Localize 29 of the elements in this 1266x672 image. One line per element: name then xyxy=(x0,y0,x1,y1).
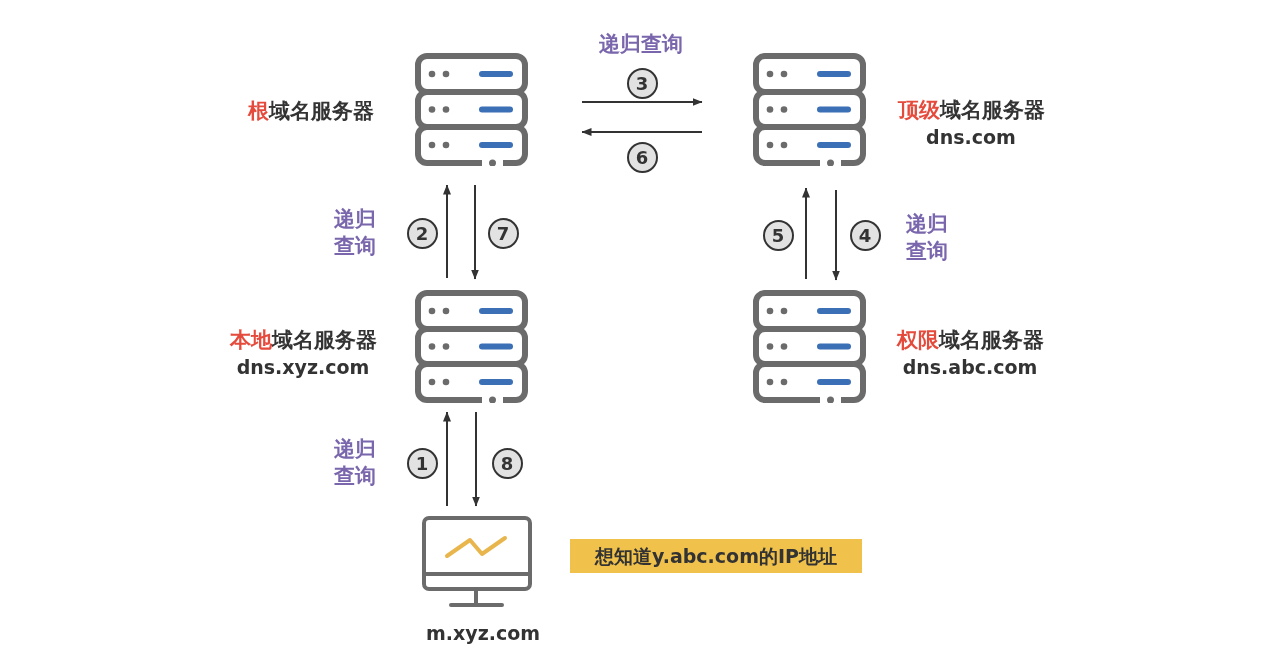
domain-name: dns.xyz.com xyxy=(236,355,370,380)
server-name: 根域名服务器 xyxy=(248,98,374,125)
arrow xyxy=(581,128,703,136)
step-number: 6 xyxy=(626,141,658,173)
step-number: 7 xyxy=(487,217,519,249)
server-name: 本地域名服务器 xyxy=(229,327,377,354)
step-number: 8 xyxy=(491,447,523,479)
query-type-label: 递归查询 xyxy=(599,31,683,58)
arrow xyxy=(443,184,451,279)
domain-name: dns.com xyxy=(926,125,1016,150)
domain-name: dns.abc.com xyxy=(902,355,1038,380)
step-number: 5 xyxy=(762,219,794,251)
arrow xyxy=(472,411,480,507)
query-type-label: 递归查询 xyxy=(906,211,949,265)
query-type-label: 递归查询 xyxy=(334,436,377,490)
note-box: 想知道y.abc.com的IP地址 xyxy=(570,539,862,573)
server-name: 权限域名服务器 xyxy=(896,327,1044,354)
arrow xyxy=(832,189,840,281)
step-number: 4 xyxy=(849,219,881,251)
host-name: m.xyz.com xyxy=(426,621,540,646)
arrow xyxy=(581,98,703,106)
server-name: 顶级域名服务器 xyxy=(897,97,1045,124)
arrow xyxy=(443,411,451,507)
arrow xyxy=(471,184,479,280)
step-number: 2 xyxy=(406,217,438,249)
step-number: 3 xyxy=(626,67,658,99)
query-type-label: 递归查询 xyxy=(334,206,377,260)
arrow xyxy=(802,187,810,280)
step-number: 1 xyxy=(406,447,438,479)
